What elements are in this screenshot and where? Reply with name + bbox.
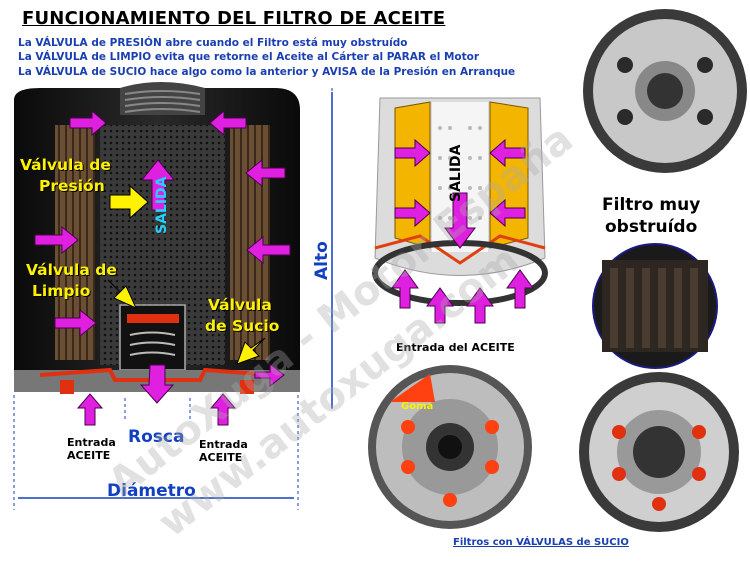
page-title: FUNCIONAMIENTO DEL FILTRO DE ACEITE bbox=[22, 8, 445, 29]
gasket-label: Goma bbox=[401, 401, 433, 412]
dirty-valve-label: Válvula de Sucio bbox=[205, 295, 279, 337]
pressure-valve-label: Válvula de Presión bbox=[20, 155, 111, 197]
filter-top-photo bbox=[580, 5, 750, 177]
clogged-filter-label: Filtro muy obstruído bbox=[602, 194, 700, 238]
note-pressure-valve: La VÁLVULA de PRESIÓN abre cuando el Fil… bbox=[18, 37, 407, 49]
note-clean-valve: La VÁLVULA de LIMPIO evita que retorne e… bbox=[18, 51, 479, 63]
clean-valve-label: Válvula de Limpio bbox=[26, 260, 117, 302]
inlet-left-label: Entrada ACEITE bbox=[67, 436, 116, 462]
clogged-filter-photo bbox=[590, 240, 720, 372]
note-dirty-valve: La VÁLVULA de SUCIO hace algo como la an… bbox=[18, 66, 515, 78]
filter-dirty-valve-photo bbox=[574, 370, 744, 534]
filter-bottom-view bbox=[360, 362, 540, 532]
outlet-label-left: SALIDA bbox=[154, 156, 178, 236]
caption: Filtros con VÁLVULAS de SUCIO bbox=[453, 537, 629, 548]
